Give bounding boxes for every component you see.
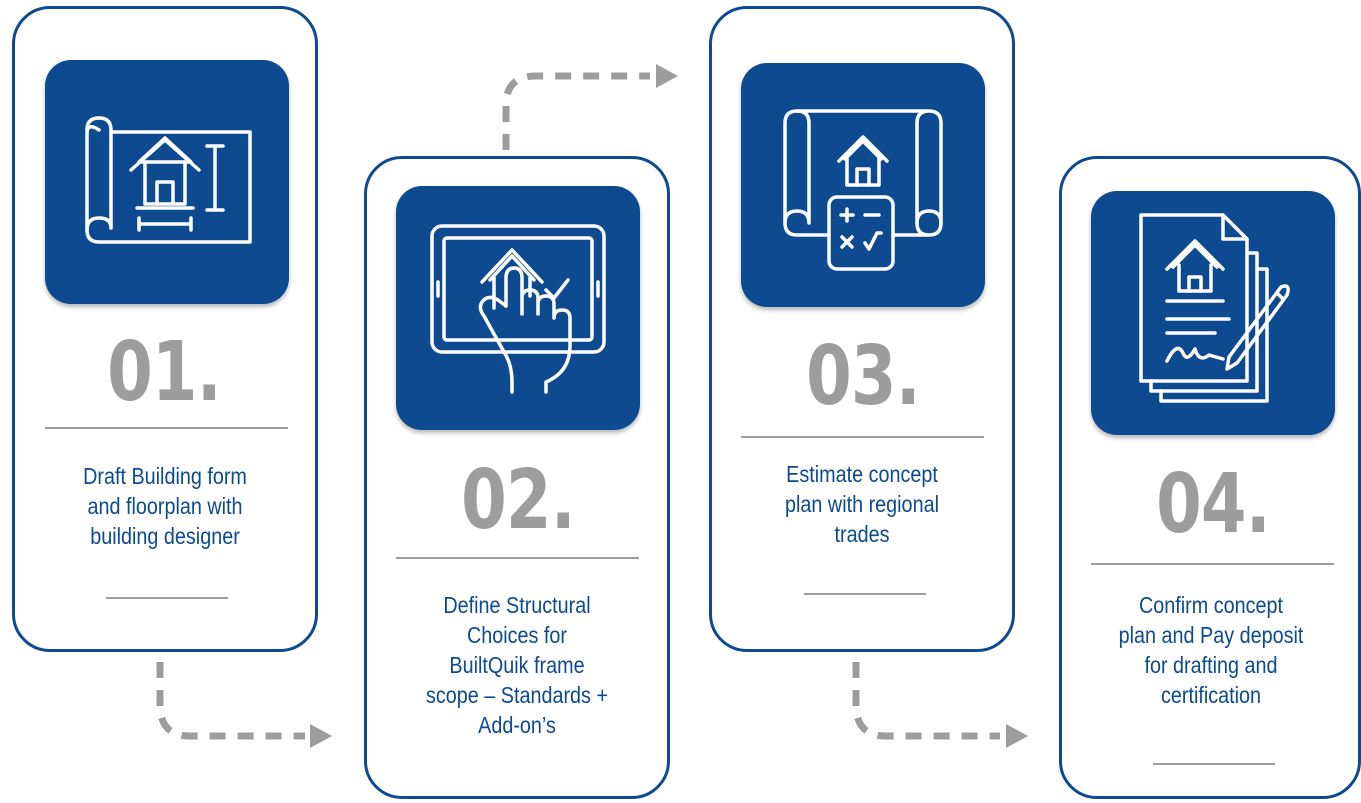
blueprint-calculator-icon bbox=[783, 109, 943, 271]
step-4-label: Confirm concept plan and Pay deposit for… bbox=[1118, 592, 1304, 708]
step-3-number: 03. bbox=[806, 329, 921, 424]
step-2-label: Define Structural Choices for BuiltQuik … bbox=[426, 592, 608, 738]
blueprint-house-icon bbox=[85, 116, 252, 244]
arrowhead-3-4 bbox=[1006, 724, 1028, 748]
step-3-divider bbox=[741, 436, 984, 438]
step-3-label: Estimate concept plan with regional trad… bbox=[785, 461, 939, 547]
step-3-underline bbox=[804, 593, 926, 595]
arrowhead-2-3 bbox=[656, 64, 678, 88]
step-1-divider bbox=[45, 427, 288, 429]
step-1-number: 01. bbox=[107, 325, 222, 420]
step-2-icon-tile bbox=[396, 186, 640, 430]
step-4-divider bbox=[1091, 563, 1334, 565]
step-2-number: 02. bbox=[461, 453, 576, 548]
step-4-icon-tile bbox=[1091, 191, 1335, 435]
step-4-underline bbox=[1153, 763, 1275, 765]
step-2-divider bbox=[396, 557, 639, 559]
step-4-number: 04. bbox=[1156, 457, 1271, 552]
connector-arrow-3-4 bbox=[852, 662, 1000, 740]
step-1-underline bbox=[106, 597, 228, 599]
step-1-label: Draft Building form and floorplan with b… bbox=[83, 463, 247, 549]
step-3-icon-tile bbox=[741, 63, 985, 307]
connector-arrow-2-3 bbox=[502, 72, 650, 150]
contract-signature-icon bbox=[1139, 213, 1290, 403]
tablet-touch-house-icon bbox=[430, 224, 606, 394]
connector-arrow-1-2 bbox=[156, 662, 305, 740]
arrowhead-1-2 bbox=[310, 724, 332, 748]
step-1-icon-tile bbox=[45, 60, 289, 304]
